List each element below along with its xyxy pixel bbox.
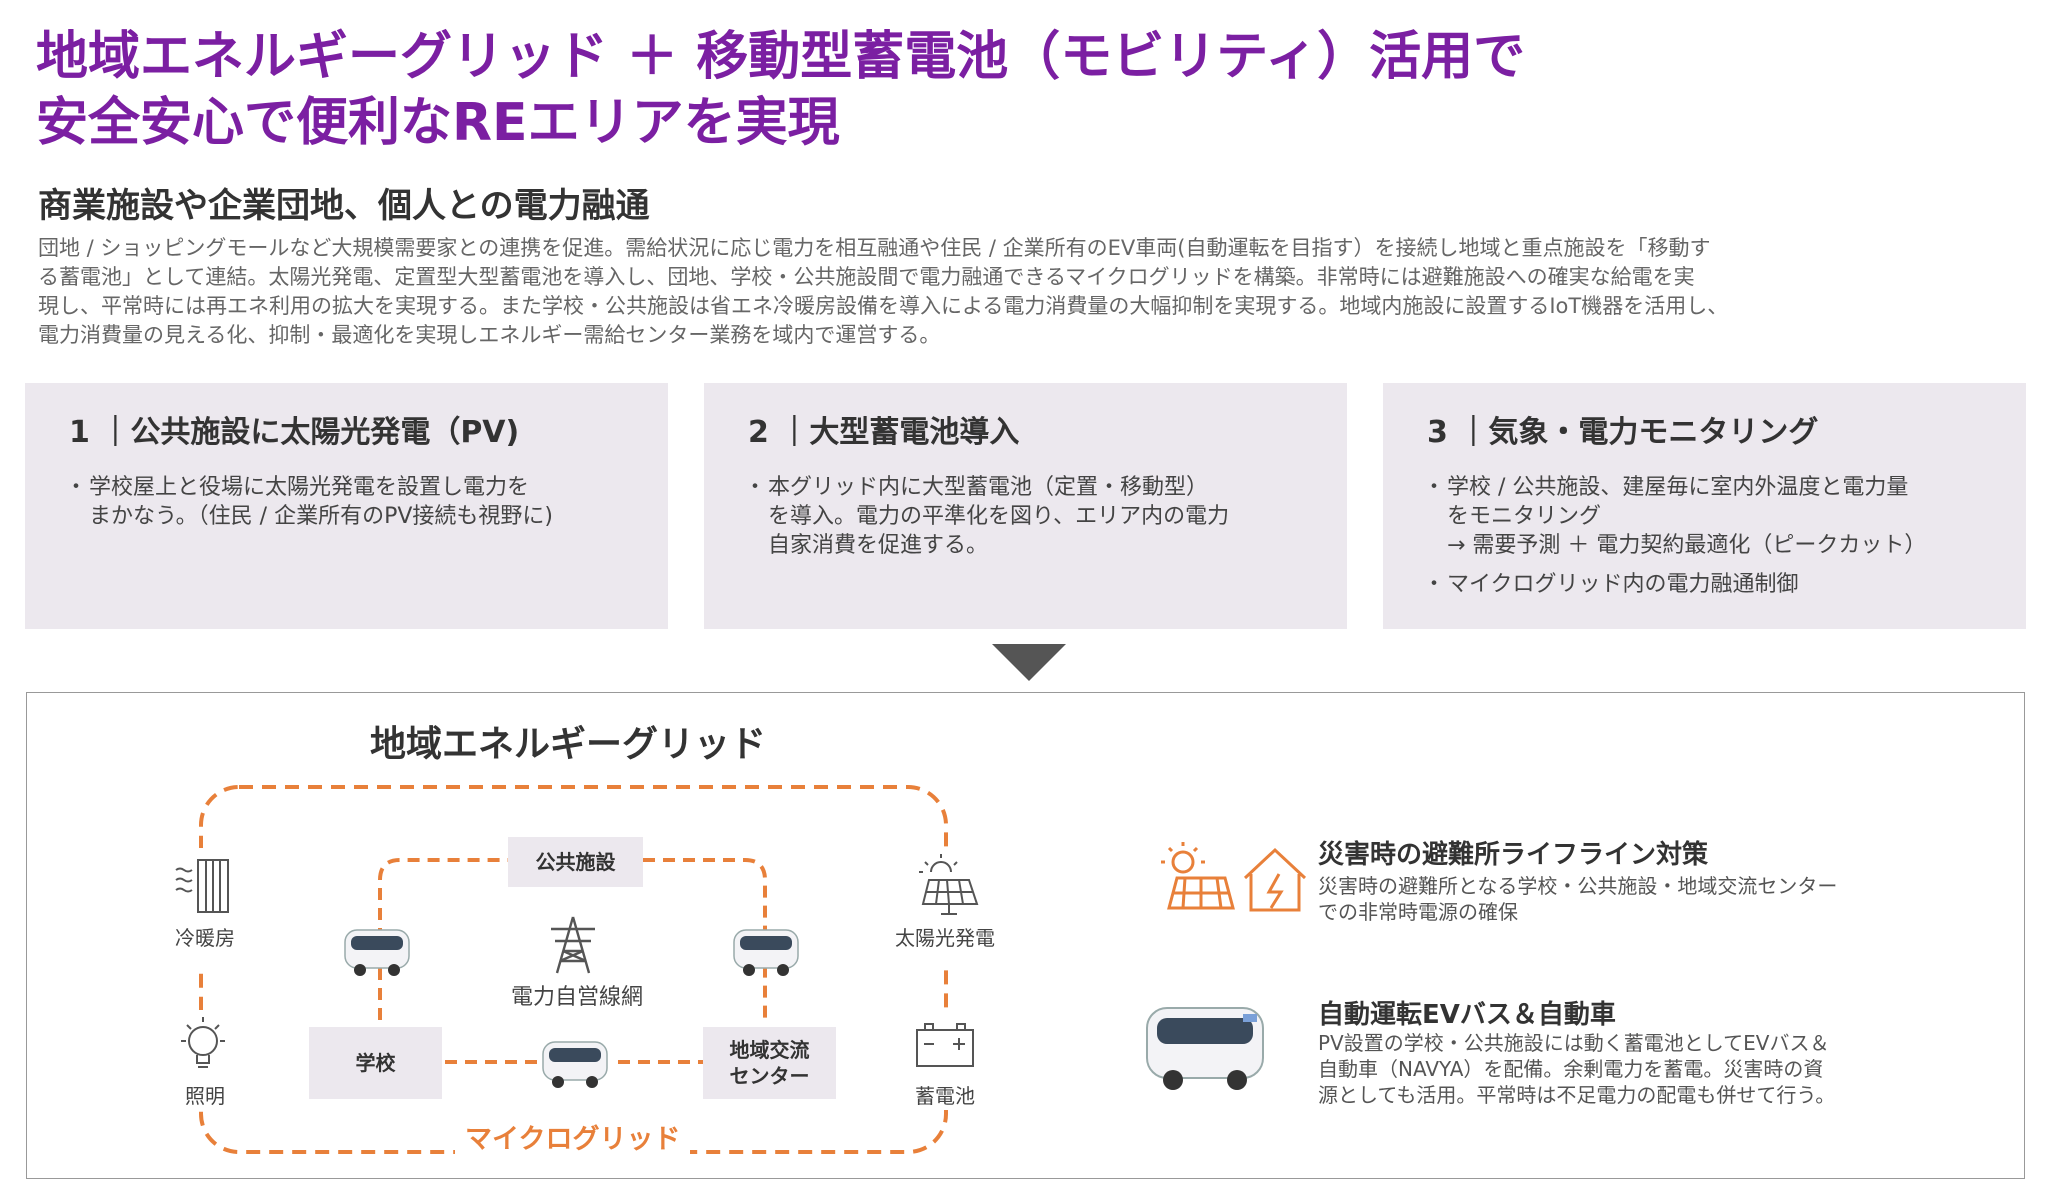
node-label-line: 地域交流 xyxy=(729,1038,810,1062)
section-subhead: 商業施設や企業団地、個人との電力融通 xyxy=(38,186,650,226)
bullet-line: 本グリッド内に大型蓄電池（定置・移動型） xyxy=(768,475,1209,500)
ev-bus-icon xyxy=(733,929,799,976)
card-pv: 1 ｜公共施設に太陽光発電（PV) 学校屋上と役場に太陽光発電を設置し電力を ま… xyxy=(25,383,668,629)
node-school: 学校 xyxy=(309,1027,442,1099)
card-bullet: マイクログリッド内の電力融通制御 xyxy=(1423,570,2007,599)
title-line-1: 地域エネルギーグリッド ＋ 移動型蓄電池（モビリティ）活用で xyxy=(36,27,1526,87)
diagram-title: 地域エネルギーグリッド xyxy=(370,724,767,765)
node-public-facility: 公共施設 xyxy=(508,837,643,887)
battery-icon xyxy=(916,1023,974,1067)
down-arrow-icon xyxy=(992,644,1066,681)
solar-house-icon xyxy=(1161,842,1307,912)
solar-label: 太陽光発電 xyxy=(895,926,995,950)
feature-description: 災害時の避難所となる学校・公共施設・地域交流センター での非常時電源の確保 xyxy=(1318,873,1878,925)
card-title: 2 ｜大型蓄電池導入 xyxy=(748,415,1020,450)
bullet-line: まかなう。（住民 / 企業所有のPV接続も視野に) xyxy=(89,504,553,529)
bullet-line: → 需要予測 ＋ 電力契約最適化（ピークカット） xyxy=(1447,533,1927,558)
description-line: 現し、平常時には再エネ利用の拡大を実現する。また学校・公共施設は省エネ冷暖房設備… xyxy=(38,294,1729,318)
lighting-label: 照明 xyxy=(185,1084,225,1108)
bullet-line: マイクログリッド内の電力融通制御 xyxy=(1447,572,1799,597)
ev-bus-icon xyxy=(1146,1007,1264,1090)
feature-line: PV設置の学校・公共施設には動く蓄電池としてEVバス＆ xyxy=(1318,1031,1830,1055)
card-bullets: 学校屋上と役場に太陽光発電を設置し電力を まかなう。（住民 / 企業所有のPV接… xyxy=(65,473,649,541)
card-battery: 2 ｜大型蓄電池導入 本グリッド内に大型蓄電池（定置・移動型） を導入。電力の平… xyxy=(704,383,1347,629)
bullet-line: 学校 / 公共施設、建屋毎に室内外温度と電力量 xyxy=(1447,475,1909,500)
card-title: 1 ｜公共施設に太陽光発電（PV) xyxy=(69,415,520,450)
card-monitoring: 3 ｜気象・電力モニタリング 学校 / 公共施設、建屋毎に室内外温度と電力量 を… xyxy=(1383,383,2026,629)
card-title: 3 ｜気象・電力モニタリング xyxy=(1427,415,1819,450)
microgrid-label: マイクログリッド xyxy=(465,1124,681,1155)
bullet-line: 学校屋上と役場に太陽光発電を設置し電力を xyxy=(89,475,530,500)
ev-bus-icon xyxy=(542,1041,608,1088)
card-bullet: 学校屋上と役場に太陽光発電を設置し電力を まかなう。（住民 / 企業所有のPV接… xyxy=(65,473,649,531)
description-line: る蓄電池」として連結。太陽光発電、定置型大型蓄電池を導入し、団地、学校・公共施設… xyxy=(38,265,1695,289)
card-bullets: 本グリッド内に大型蓄電池（定置・移動型） を導入。電力の平準化を図り、エリア内の… xyxy=(744,473,1328,570)
power-tower-icon xyxy=(551,916,595,974)
ev-bus-icon xyxy=(344,929,410,976)
power-line-label: 電力自営線網 xyxy=(510,985,643,1010)
description-line: 団地 / ショッピングモールなど大規模需要家との連携を促進。需給状況に応じ電力を… xyxy=(38,236,1711,260)
bullet-line: を導入。電力の平準化を図り、エリア内の電力 xyxy=(768,504,1230,529)
description-line: 電力消費量の見える化、抑制・最適化を実現しエネルギー需給センター業務を域内で運営… xyxy=(38,323,941,347)
node-label-line: センター xyxy=(729,1064,810,1088)
bullet-line: 自家消費を促進する。 xyxy=(768,533,989,558)
hvac-icon xyxy=(175,859,229,913)
section-description: 団地 / ショッピングモールなど大規模需要家との連携を促進。需給状況に応じ電力を… xyxy=(38,234,1978,350)
feature-line: 自動車（NAVYA）を配備。余剰電力を蓄電。災害時の資 xyxy=(1318,1057,1824,1081)
battery-label: 蓄電池 xyxy=(915,1084,975,1108)
page-title: 地域エネルギーグリッド ＋ 移動型蓄電池（モビリティ）活用で 安全安心で便利なR… xyxy=(36,24,1836,156)
inner-grid-loop xyxy=(378,858,767,1020)
feature-title: 災害時の避難所ライフライン対策 xyxy=(1318,840,1709,870)
bullet-line: をモニタリング xyxy=(1447,504,1602,529)
node-community-center: 地域交流 センター xyxy=(703,1027,836,1099)
feature-title: 自動運転EVバス＆自動車 xyxy=(1318,1000,1616,1030)
feature-line: 源としても活用。平常時は不足電力の配電も併せて行う。 xyxy=(1318,1083,1836,1107)
feature-description: PV設置の学校・公共施設には動く蓄電池としてEVバス＆ 自動車（NAVYA）を配… xyxy=(1318,1030,1878,1108)
title-line-2: 安全安心で便利なREエリアを実現 xyxy=(36,93,840,153)
lightbulb-icon xyxy=(181,1017,225,1068)
card-bullets: 学校 / 公共施設、建屋毎に室内外温度と電力量 をモニタリング → 需要予測 ＋… xyxy=(1423,473,2007,609)
feature-line: 災害時の避難所となる学校・公共施設・地域交流センター xyxy=(1318,874,1838,898)
hvac-label: 冷暖房 xyxy=(175,926,235,950)
card-bullet: 本グリッド内に大型蓄電池（定置・移動型） を導入。電力の平準化を図り、エリア内の… xyxy=(744,473,1328,560)
feature-line: での非常時電源の確保 xyxy=(1318,900,1518,924)
solar-panel-icon xyxy=(919,854,979,915)
card-bullet: 学校 / 公共施設、建屋毎に室内外温度と電力量 をモニタリング → 需要予測 ＋… xyxy=(1423,473,2007,560)
